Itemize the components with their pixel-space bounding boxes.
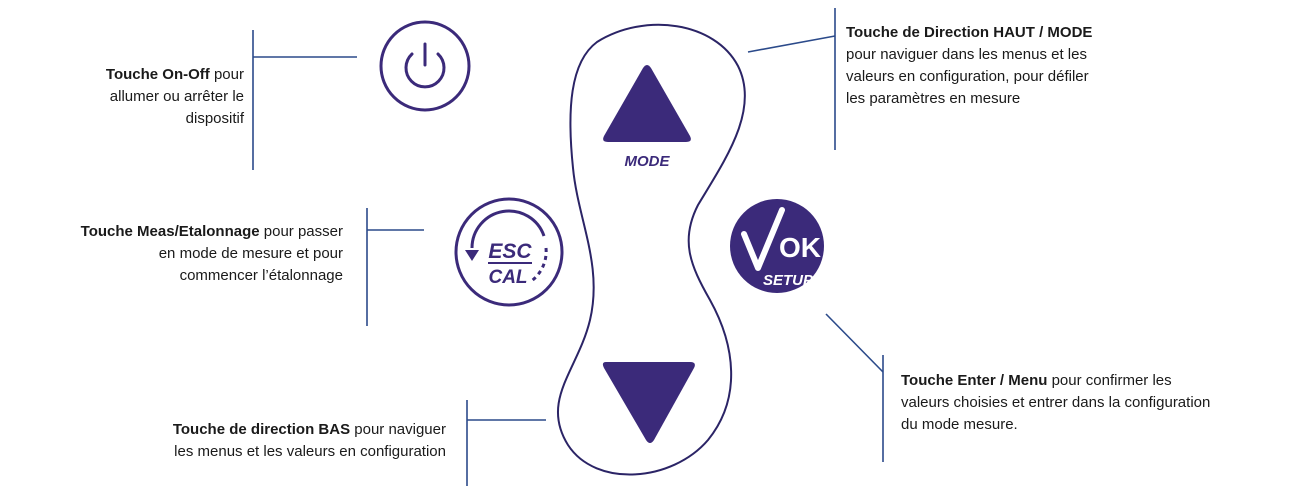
mode-label: MODE — [625, 153, 671, 170]
esc-cal-button[interactable]: ESC CAL — [454, 197, 564, 307]
ok-setup-button[interactable]: OK SETUP — [730, 199, 824, 293]
meas-callout: Touche Meas/Etalonnage pour passer en mo… — [80, 223, 343, 284]
up-pointer-line — [747, 35, 836, 53]
onoff-title: Touche On-Off — [105, 66, 210, 83]
onoff-callout: Touche On-Off pour allumer ou arrêter le… — [105, 66, 244, 127]
down-title: Touche de direction BAS — [172, 421, 351, 438]
up-callout: Touche de Direction HAUT / MODE pour nav… — [846, 24, 1093, 107]
enter-pointer-line — [825, 313, 884, 373]
enter-callout: Touche Enter / Menu pour confirmer les v… — [901, 372, 1211, 433]
up-mode-button[interactable]: MODE — [603, 65, 691, 170]
down-button[interactable] — [602, 362, 695, 443]
checkmark-icon — [741, 207, 785, 271]
power-button[interactable] — [379, 20, 471, 112]
ok-label: OK — [779, 232, 821, 263]
meas-title: Touche Meas/Etalonnage — [80, 223, 260, 240]
return-arrow-icon — [470, 209, 546, 249]
enter-title: Touche Enter / Menu — [901, 372, 1048, 389]
up-arrow-icon — [603, 65, 691, 142]
cal-label: CAL — [488, 267, 527, 288]
esc-label: ESC — [488, 240, 532, 263]
power-icon — [404, 52, 446, 89]
down-arrow-icon — [602, 362, 695, 443]
up-title: Touche de Direction HAUT / MODE — [846, 24, 1093, 41]
down-callout: Touche de direction BAS pour naviguer le… — [172, 421, 446, 460]
setup-label: SETUP — [763, 272, 814, 289]
connector-lines — [252, 8, 884, 486]
